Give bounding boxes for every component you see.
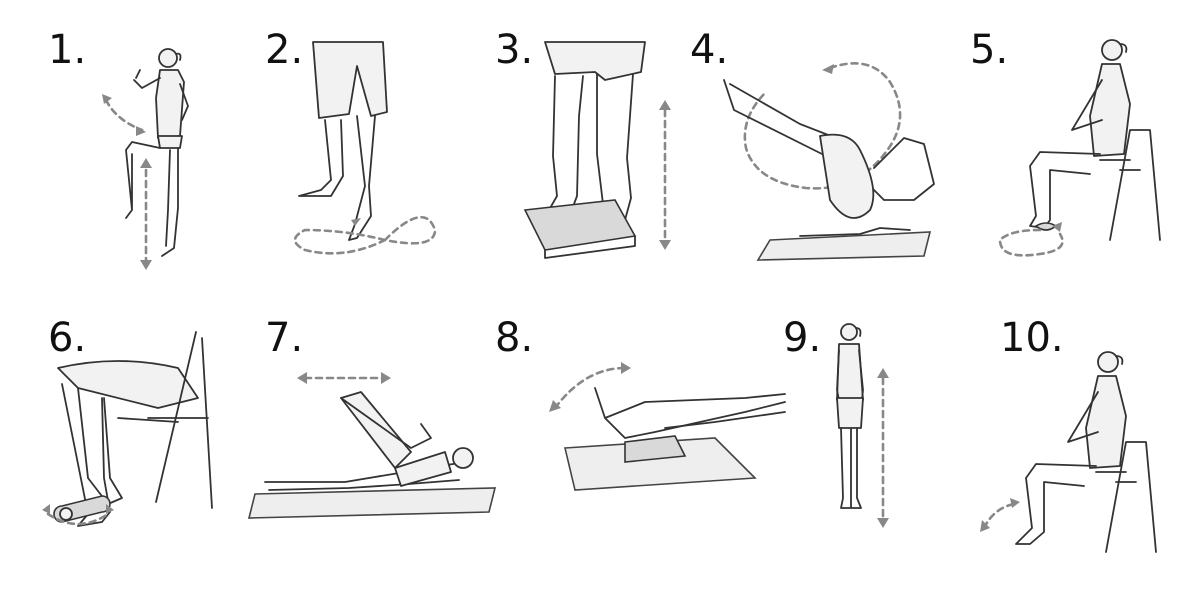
standing-figure	[836, 323, 889, 528]
exercise-number: 3.	[495, 27, 534, 73]
leg-circle-figure	[723, 62, 935, 261]
ankle-circles-figure	[293, 41, 437, 255]
exercise-panel-5: 5.	[970, 30, 1200, 280]
exercise-number: 7.	[265, 315, 304, 361]
calf-raise-figure	[523, 41, 671, 259]
exercise-number: 10.	[1000, 315, 1064, 361]
exercise-panel-2: 2.	[265, 30, 495, 280]
knee-raise-figure	[102, 48, 189, 270]
exercise-panel-10: 10.	[980, 315, 1200, 568]
exercise-number: 2.	[265, 27, 304, 73]
exercise-number: 1.	[48, 27, 87, 73]
exercise-panel-6: 5. 6.	[42, 315, 278, 568]
exercise-panel-9: 9.	[783, 318, 1013, 568]
exercise-number: 9.	[783, 315, 822, 361]
seated-toe-point-figure	[980, 351, 1157, 553]
exercise-number: 4.	[690, 27, 729, 73]
exercise-panel-8: 8.	[495, 315, 786, 568]
exercise-panel-3: 3.	[495, 30, 725, 280]
seated-foot-circle-figure	[998, 39, 1161, 257]
exercise-panel-4: 4.	[690, 27, 935, 280]
exercise-panel-7: 7.	[247, 315, 497, 568]
exercise-number: 6.	[48, 315, 87, 361]
foot-roller-figure	[42, 331, 213, 527]
heel-slide-figure	[549, 362, 786, 491]
exercise-panel-1: 1.	[48, 30, 278, 280]
strap-stretch-figure	[247, 372, 497, 519]
exercise-number: 5.	[970, 27, 1009, 73]
exercise-number: 8.	[495, 315, 534, 361]
